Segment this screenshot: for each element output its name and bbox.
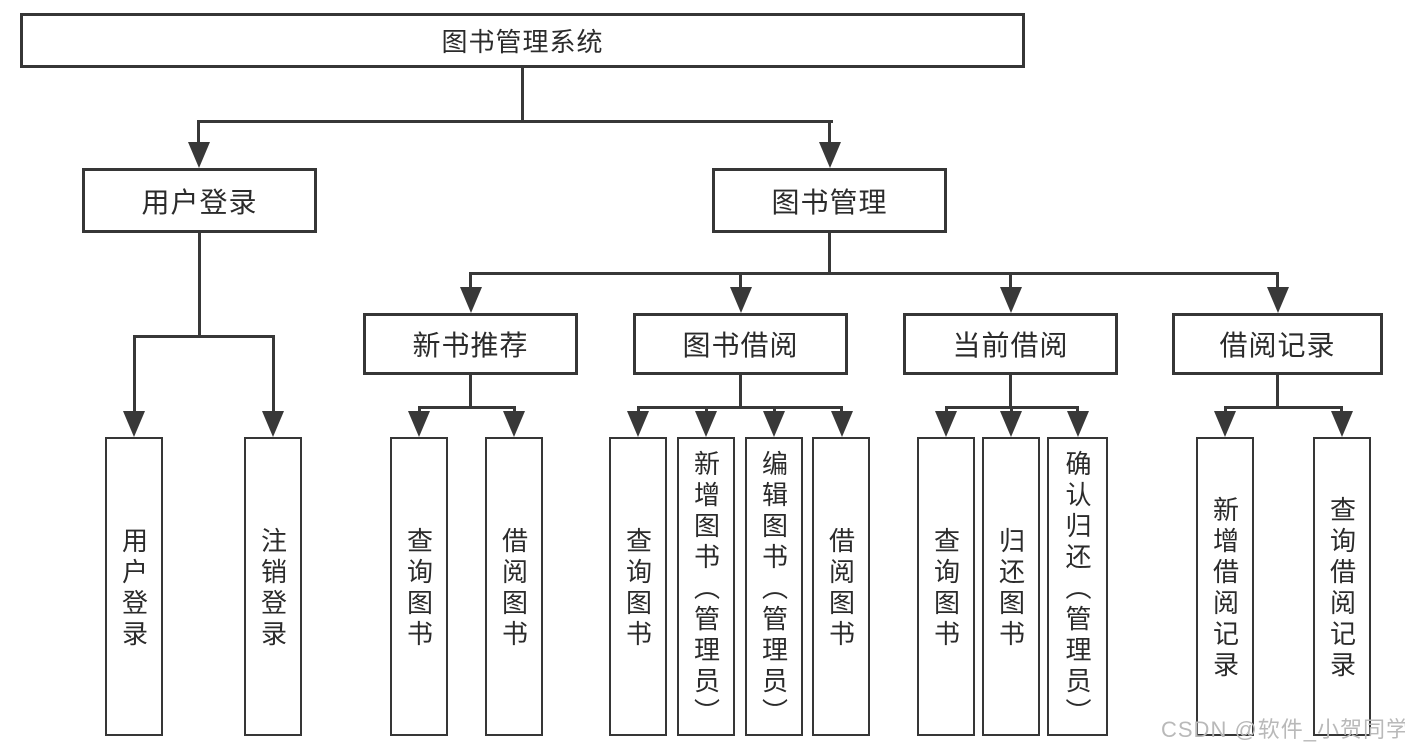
connector-line	[521, 68, 524, 123]
connector-line	[133, 335, 275, 338]
connector-line	[1009, 272, 1012, 289]
leaf-label: 注销登录	[257, 527, 288, 651]
arrow-down-icon	[730, 287, 752, 313]
leaf-label: 查询图书	[930, 527, 961, 651]
connector-line	[418, 406, 516, 409]
node-label: 新书推荐	[412, 330, 529, 361]
node-library-management-system: 图书管理系统	[20, 13, 1025, 68]
connector-line	[197, 120, 833, 123]
node-label: 图书借阅	[682, 330, 799, 361]
node-label: 图书管理	[771, 186, 888, 218]
arrow-down-icon	[262, 411, 284, 437]
arrow-down-icon	[460, 287, 482, 313]
arrow-down-icon	[1331, 411, 1353, 437]
connector-line	[469, 272, 1279, 275]
arrow-down-icon	[408, 411, 430, 437]
connector-line	[418, 406, 421, 414]
leaf-label: 新增图书（管理员）	[690, 449, 721, 729]
leaf-label: 查询借阅记录	[1326, 496, 1357, 682]
arrow-down-icon	[935, 411, 957, 437]
arrow-down-icon	[1067, 411, 1089, 437]
node-new-book-recommendation: 新书推荐	[363, 313, 578, 375]
leaf-confirm-return-admin: 确认归还（管理员）	[1047, 437, 1108, 736]
leaf-add-books-admin: 新增图书（管理员）	[677, 437, 735, 736]
connector-line	[637, 406, 640, 414]
connector-line	[1340, 406, 1343, 414]
leaf-search-books-borrowing: 查询图书	[609, 437, 667, 736]
connector-line	[637, 406, 843, 409]
connector-line	[840, 406, 843, 414]
leaf-label: 用户登录	[118, 527, 149, 651]
arrow-down-icon	[188, 142, 210, 168]
leaf-return-books: 归还图书	[982, 437, 1040, 736]
node-label: 图书管理系统	[441, 27, 604, 57]
node-user-login: 用户登录	[82, 168, 317, 233]
node-label: 当前借阅	[952, 330, 1069, 361]
leaf-label: 归还图书	[995, 527, 1026, 651]
leaf-edit-books-admin: 编辑图书（管理员）	[745, 437, 803, 736]
leaf-user-login: 用户登录	[105, 437, 163, 736]
connector-line	[1076, 406, 1079, 414]
connector-line	[739, 272, 742, 289]
connector-line	[945, 406, 948, 414]
leaf-label: 借阅图书	[825, 527, 856, 651]
arrow-down-icon	[831, 411, 853, 437]
connector-line	[1276, 272, 1279, 289]
arrow-down-icon	[1267, 287, 1289, 313]
connector-line	[198, 233, 201, 338]
arrow-down-icon	[1214, 411, 1236, 437]
connector-line	[828, 233, 831, 275]
arrow-down-icon	[123, 411, 145, 437]
arrow-down-icon	[763, 411, 785, 437]
connector-line	[197, 120, 200, 146]
node-label: 借阅记录	[1219, 330, 1336, 361]
connector-line	[773, 406, 776, 414]
connector-line	[1010, 406, 1013, 414]
leaf-search-books-current: 查询图书	[917, 437, 975, 736]
connector-line	[513, 406, 516, 414]
connector-line	[272, 335, 275, 413]
node-borrowing-records: 借阅记录	[1172, 313, 1383, 375]
connector-line	[739, 375, 742, 409]
connector-line	[1276, 375, 1279, 409]
connector-line	[133, 335, 136, 413]
leaf-label: 编辑图书（管理员）	[758, 449, 789, 729]
node-label: 用户登录	[141, 186, 258, 218]
connector-line	[469, 272, 472, 289]
arrow-down-icon	[503, 411, 525, 437]
connector-line	[705, 406, 708, 414]
leaf-search-borrow-record: 查询借阅记录	[1313, 437, 1371, 736]
connector-line	[1224, 406, 1343, 409]
connector-line	[828, 120, 831, 146]
leaf-label: 查询图书	[403, 527, 434, 651]
node-book-management: 图书管理	[712, 168, 947, 233]
arrow-down-icon	[1000, 411, 1022, 437]
watermark: CSDN @软件_小贺同学	[1161, 717, 1405, 742]
leaf-label: 新增借阅记录	[1209, 496, 1240, 682]
leaf-borrow-books-recommend: 借阅图书	[485, 437, 543, 736]
leaf-search-books-recommend: 查询图书	[390, 437, 448, 736]
leaf-borrow-books-borrowing: 借阅图书	[812, 437, 870, 736]
node-current-borrowing: 当前借阅	[903, 313, 1118, 375]
connector-line	[1009, 375, 1012, 409]
arrow-down-icon	[1000, 287, 1022, 313]
arrow-down-icon	[695, 411, 717, 437]
leaf-label: 查询图书	[622, 527, 653, 651]
arrow-down-icon	[819, 142, 841, 168]
leaf-label: 确认归还（管理员）	[1062, 449, 1092, 729]
arrow-down-icon	[627, 411, 649, 437]
node-book-borrowing: 图书借阅	[633, 313, 848, 375]
leaf-label: 借阅图书	[498, 527, 529, 651]
connector-line	[469, 375, 472, 409]
leaf-add-borrow-record: 新增借阅记录	[1196, 437, 1254, 736]
leaf-logout: 注销登录	[244, 437, 302, 736]
connector-line	[1224, 406, 1227, 414]
